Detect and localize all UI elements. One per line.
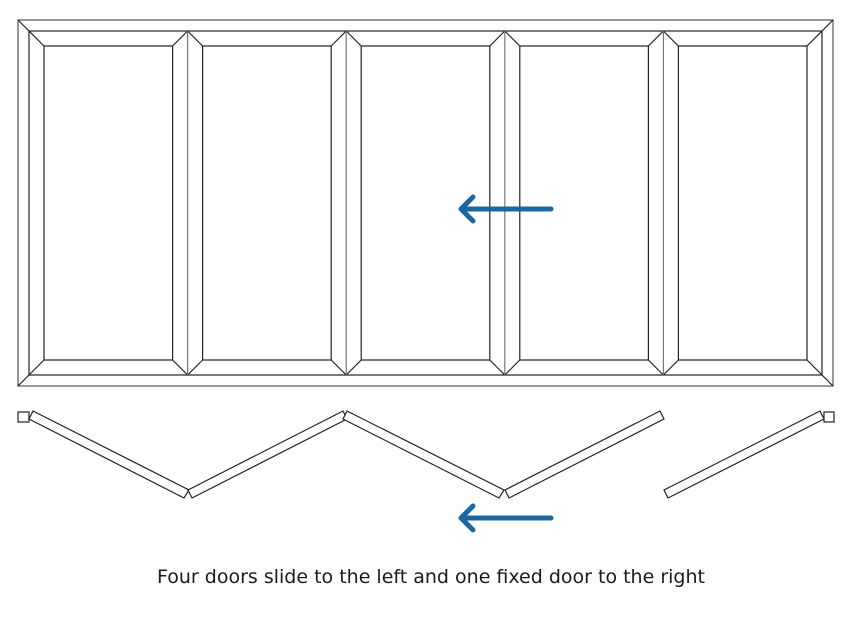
frame-corner-bevel [821,19,834,32]
panel-bevel [345,359,362,376]
inner-frame [28,30,823,376]
panel-bevel [662,359,679,376]
panel-bevel [330,359,347,376]
glass-pane [202,45,332,361]
door-leaf-fixed [663,410,825,499]
glass-pane [519,45,649,361]
panel-bevel [806,30,823,47]
panel-bevel [172,359,189,376]
jamb-left [17,411,30,423]
frame-corner-bevel [821,374,834,387]
door-leaf-1 [28,410,190,499]
panel-bevel [187,359,204,376]
door-leaf-3 [342,410,505,499]
panel-bevel [28,30,45,47]
diagram-caption: Four doors slide to the left and one fix… [157,566,705,588]
panel-bevel [647,359,664,376]
panel-bevel [662,30,679,47]
frame-corner-bevel [17,19,30,32]
slide-arrow-top [458,194,554,224]
panel-bevel [489,359,506,376]
door-leaf-2 [187,410,348,499]
plan-view [17,410,835,499]
panel-bevel [504,30,521,47]
panel-bevel [28,359,45,376]
glass-pane [360,45,491,361]
front-elevation [17,19,834,387]
panel-bevel [647,30,664,47]
frame-corner-bevel [17,374,30,387]
panel-bevel [489,30,506,47]
panel-bevel [345,30,362,47]
panel-bevel [172,30,189,47]
jamb-right [823,411,835,423]
glass-pane [43,45,174,361]
arrow-left-icon [458,194,476,224]
panel-bevel [504,359,521,376]
glass-pane [677,45,808,361]
panel-bevel [187,30,204,47]
outer-frame [17,19,834,387]
arrow-left-icon [458,503,476,533]
slide-arrow-bottom [458,503,554,533]
panel-bevel [330,30,347,47]
panel-bevel [806,359,823,376]
door-leaf-4 [504,410,665,499]
